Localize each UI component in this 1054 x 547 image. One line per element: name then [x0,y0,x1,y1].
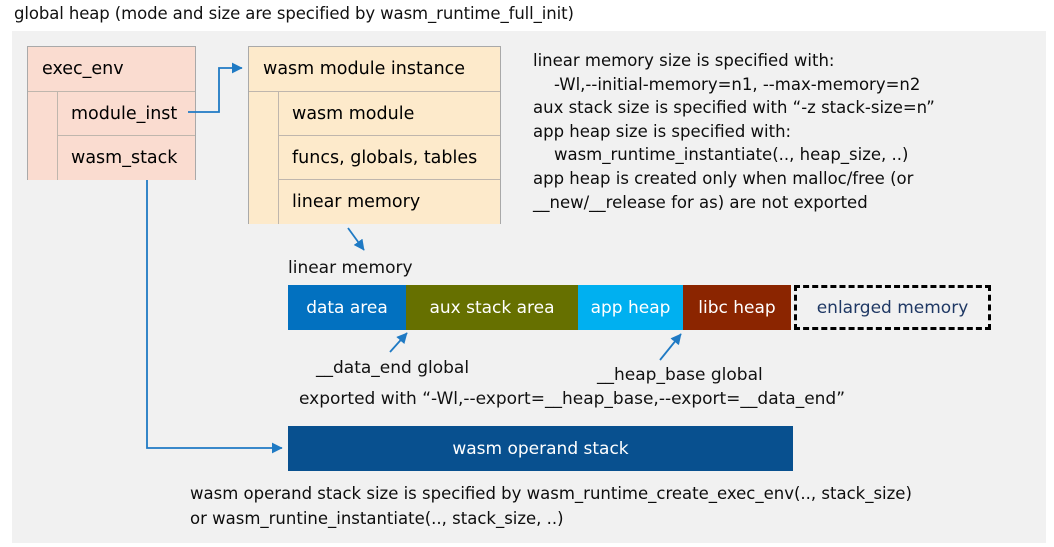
module-instance-row-funcs-globals-tables: funcs, globals, tables [279,136,500,180]
module-instance-row-linear-memory: linear memory [279,180,500,224]
wasm-module-instance-box: wasm module instance wasm module funcs, … [248,46,501,224]
operand-stack-size-note: wasm operand stack size is specified by … [190,484,912,528]
memory-segment-app-heap: app heap [578,285,683,330]
memory-size-note: linear memory size is specified with: -W… [533,51,935,212]
exec-env-row-module-inst: module_inst [58,92,195,136]
heap-base-global-label: __heap_base global [597,365,763,385]
memory-segment-libc-heap: libc heap [683,285,791,330]
exec-env-row-wasm-stack: wasm_stack [58,136,195,180]
linear-memory-label: linear memory [288,258,413,278]
diagram-title: global heap (mode and size are specified… [14,4,574,23]
module-instance-header: wasm module instance [249,47,500,92]
exec-env-box: exec_env module_inst wasm_stack [27,46,196,180]
memory-segment-enlarged-memory: enlarged memory [794,285,991,330]
linear-memory-bar: data area aux stack area app heap libc h… [288,285,991,330]
export-flags-note: exported with “-Wl,--export=__heap_base,… [299,389,846,409]
wasm-operand-stack-bar: wasm operand stack [288,426,793,471]
module-instance-row-wasm-module: wasm module [279,92,500,136]
data-end-global-label: __data_end global [316,358,470,378]
exec-env-header: exec_env [28,47,195,92]
exec-env-gutter [28,92,58,180]
memory-segment-aux-stack-area: aux stack area [406,285,578,330]
memory-segment-data-area: data area [288,285,406,330]
module-instance-gutter [249,92,279,224]
